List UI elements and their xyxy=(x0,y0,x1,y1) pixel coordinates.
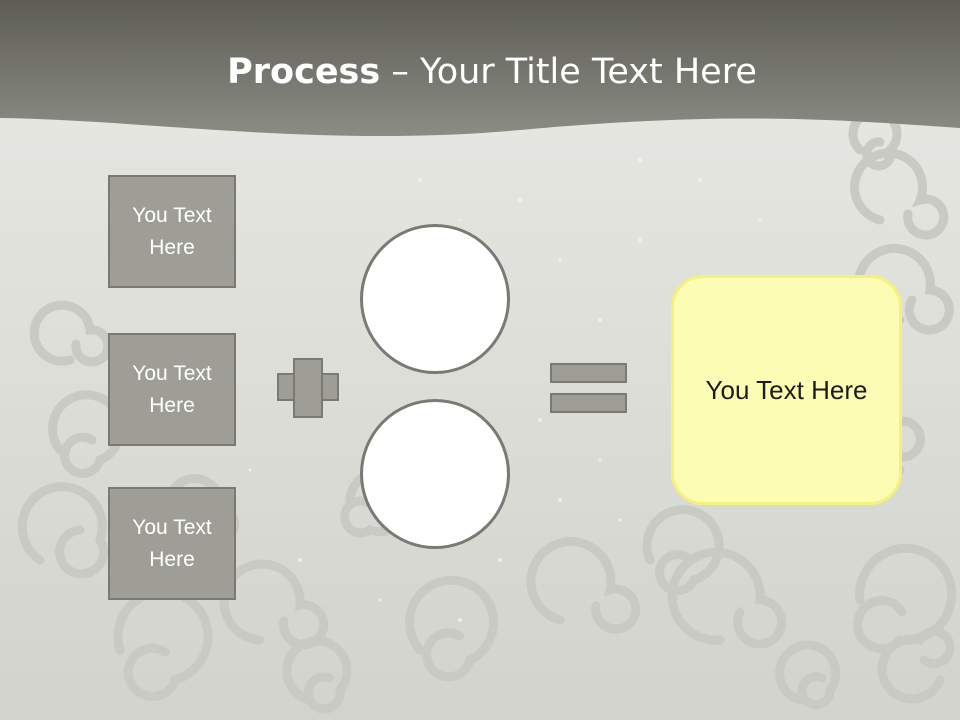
input-box-2-label: You Text Here xyxy=(132,361,212,417)
input-box-3[interactable]: You Text Here xyxy=(108,487,236,600)
title-rest: – Your Title Text Here xyxy=(380,52,757,92)
title-bold: Process xyxy=(227,52,381,92)
header-band xyxy=(0,0,960,137)
input-box-3-label: You Text Here xyxy=(132,515,212,571)
equals-bottom-bar xyxy=(550,393,627,413)
input-box-1[interactable]: You Text Here xyxy=(108,175,236,288)
plus-center xyxy=(295,375,321,399)
equals-top-bar xyxy=(550,363,627,383)
circle-top[interactable] xyxy=(360,224,510,374)
slide-title: Process – Your Title Text Here xyxy=(0,52,960,92)
result-box[interactable]: You Text Here xyxy=(671,275,902,505)
speckle-pattern xyxy=(248,158,762,622)
circle-bottom[interactable] xyxy=(360,399,510,549)
input-box-2[interactable]: You Text Here xyxy=(108,333,236,446)
input-box-1-label: You Text Here xyxy=(132,203,212,259)
result-box-label: You Text Here xyxy=(705,374,868,405)
